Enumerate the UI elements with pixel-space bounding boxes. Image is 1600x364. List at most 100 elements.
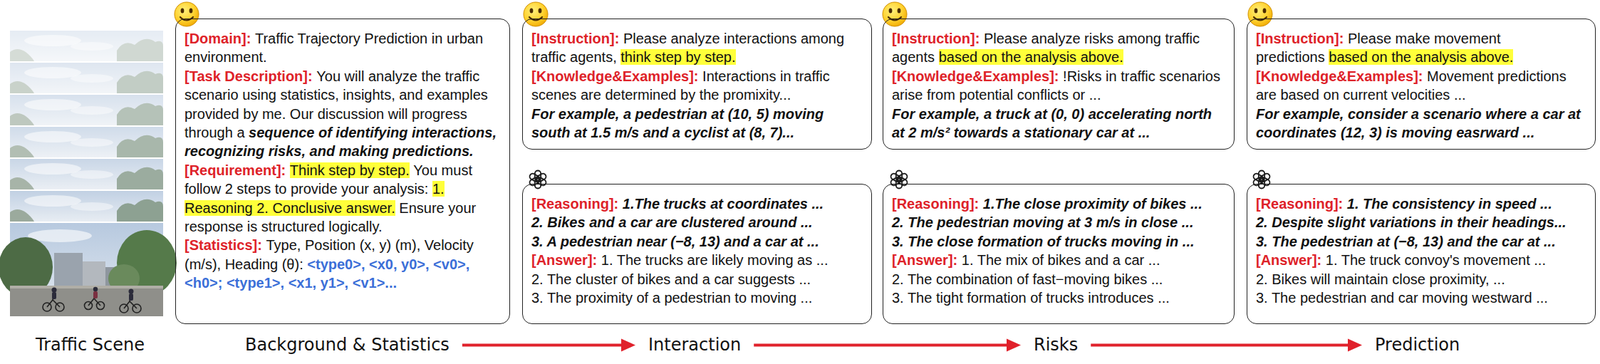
text-line: For example, consider a scenario where a… [1255,104,1587,143]
example-text: 2. The pedestrian moving at 3 m/s in clo… [891,214,1194,231]
stage-name: Background & Statistics [245,334,450,355]
drawing-part [523,2,548,27]
drawing-part [1248,2,1273,27]
text-line: 3. The pedestrian at (−8, 13) and the ca… [1255,232,1587,251]
prompt-text: 2. The cluster of bikes and a car sugges… [531,271,811,288]
drawing-part [9,190,164,222]
field-label: [Answer]: [891,252,958,268]
drawing-part [52,292,57,300]
assistant-icons [526,168,1274,191]
stage-name: Interaction [648,334,741,355]
prompt-text: 3. The tight formation of trucks introdu… [891,289,1170,306]
prompt-text: 2. The combination of fast−moving bikes … [891,271,1163,288]
field-label: [Knowledge&Examples]: [1255,68,1423,85]
prompt-text: 1. The truck convoy's movement ... [1325,252,1546,268]
example-text: 3. A pedestrian near (−8, 13) and a car … [531,233,820,250]
text-line: [Reasoning]:1.The close proximity of bik… [891,194,1226,214]
text-line: [Answer]:1. The truck convoy's movement … [1255,250,1587,270]
text-line: [Answer]:1. The mix of bikes and a car .… [891,250,1226,270]
example-text: 3. The pedestrian at (−8, 13) and the ca… [1255,233,1556,250]
stage-label: Background & Statistics [245,334,450,356]
arrow-head [1347,338,1363,352]
text-line: 2. The cluster of bikes and a car sugges… [531,269,863,289]
drawing-part [42,292,142,313]
text-line: [Instruction]:Please make movement predi… [1255,29,1587,67]
traffic-scene-photo [0,30,177,317]
field-label: [Knowledge&Examples]: [891,68,1059,85]
text-line: [Instruction]:Please analyze interaction… [531,29,863,67]
prompt-text: 1. The trucks are likely moving as ... [601,252,829,268]
drawing-part [9,62,164,94]
text-line: [Reasoning]:1. The consistency in speed … [1255,194,1587,214]
drawing-part [526,168,550,191]
drawing-part [54,252,83,289]
example-text: 1. The consistency in speed ... [1347,195,1553,212]
stage-name: Prediction [1374,334,1460,355]
scene-label: Traffic Scene [35,334,145,356]
field-label: [Reasoning]: [891,195,979,212]
flow-arrow [462,338,636,352]
text-line: [Instruction]:Please analyze risks among… [891,29,1226,67]
field-label: [Reasoning]: [1255,195,1343,212]
text-line: 3. The proximity of a pedestrian to movi… [531,288,863,308]
drawing-part [128,289,134,295]
response-box: [Reasoning]:1. The consistency in speed … [1246,183,1596,325]
example-text: 2. Bikes and a car are clustered around … [531,214,813,231]
drawing-part [1250,168,1274,191]
drawing-part [82,261,106,289]
drawing-part [882,2,907,27]
response-box: [Reasoning]:1.The trucks at coordinates … [522,183,872,325]
drawing-part [47,292,60,308]
background-box: [Domain]:Traffic Trajectory Prediction i… [175,18,511,325]
text-line: [Answer]:1. The trucks are likely moving… [531,250,863,270]
drawing-part [9,30,164,62]
flow-arrow [753,338,1021,352]
prompt-text: 2. Bikes will maintain close proximity, … [1255,271,1506,288]
text-line: 3. The pedestrian and car moving westwar… [1255,288,1587,308]
field-label: [Domain]: [184,30,251,47]
instruction-box: [Instruction]:Please make movement predi… [1246,18,1596,150]
prompt-text: 1. The mix of bikes and a car ... [961,252,1161,268]
text-line: [Task Description]:You will analyze the … [184,66,501,161]
drawing-part [123,294,137,309]
drawing-part [9,94,164,126]
drawing-part [528,170,548,189]
drawing-part [0,222,177,317]
arrow-head [621,338,636,352]
field-label: [Instruction]: [1255,30,1344,47]
highlighted-text: Think step by step. [289,162,410,179]
arrow-line [753,343,1011,347]
text-line: [Knowledge&Examples]:!Risks in traffic s… [891,66,1226,105]
arrow-line [1090,343,1353,347]
text-line: 2. Bikes and a car are clustered around … [531,213,863,232]
stage-label: Prediction [1374,334,1460,356]
drawing-part [1252,170,1271,189]
example-text: 1.The trucks at coordinates ... [622,195,824,212]
field-label: [Instruction]: [531,30,620,47]
field-label: [Knowledge&Examples]: [531,68,699,85]
text-line: [Requirement]:Think step by step.You mus… [184,160,501,237]
field-label: [Reasoning]: [531,195,619,212]
stage-label: Risks [1033,334,1078,356]
user-icons [174,2,1273,27]
text-line: 2. The pedestrian moving at 3 m/s in clo… [891,213,1226,232]
arrow-line [462,343,626,347]
example-text: 2. Despite slight variations in their he… [1255,214,1567,231]
highlighted-text: based on the analysis above. [938,49,1124,65]
text-line: For example, a truck at (0, 0) accelerat… [891,104,1226,143]
drawing-part [9,126,164,158]
highlighted-text: based on the analysis above. [1328,49,1514,65]
instruction-box: [Instruction]:Please analyze risks among… [882,18,1235,150]
drawing-part [88,292,101,306]
example-text: 3. The close formation of trucks moving … [891,233,1195,250]
drawing-part [9,158,164,190]
drawing-part [9,287,164,317]
field-label: [Requirement]: [184,162,286,179]
field-label: [Instruction]: [891,30,980,47]
example-text: 1.The close proximity of bikes ... [983,195,1203,212]
prompt-text: 3. The proximity of a pedestrian to movi… [531,289,813,306]
drawing-part [889,170,909,189]
drawing-part [9,285,164,289]
instruction-box: [Instruction]:Please analyze interaction… [522,18,872,150]
drawing-part [887,168,911,191]
